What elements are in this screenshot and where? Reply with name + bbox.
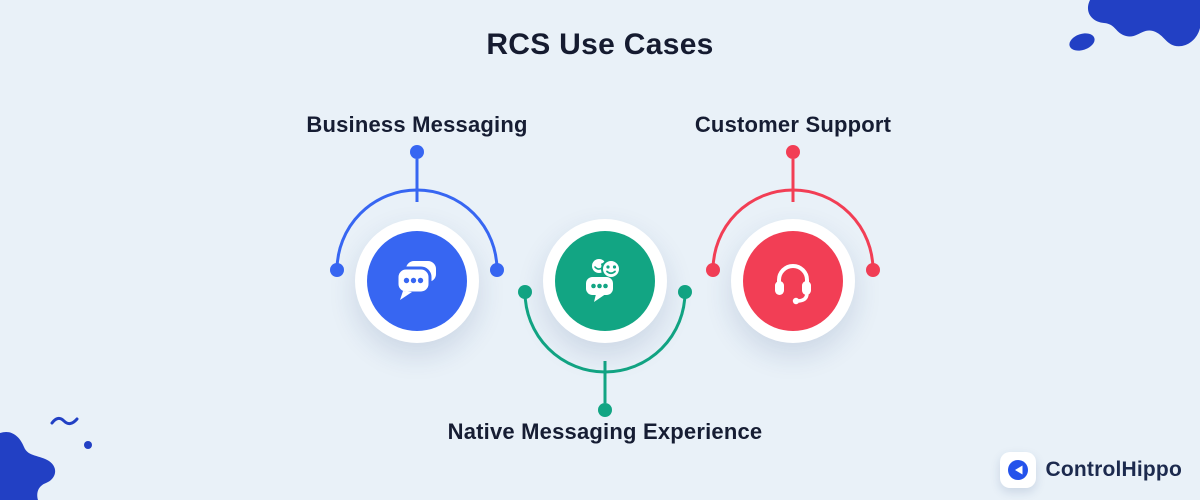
node-customer-support-disc bbox=[743, 231, 843, 331]
connector-native-messaging-experience bbox=[518, 285, 692, 417]
node-business-messaging-disc bbox=[367, 231, 467, 331]
headset-icon bbox=[775, 264, 811, 305]
label-customer-support: Customer Support bbox=[694, 112, 892, 137]
controlhippo-logo-icon bbox=[1000, 452, 1037, 488]
corner-blob-top-right-icon bbox=[1069, 0, 1200, 51]
label-native-messaging-experience: Native Messaging Experience bbox=[447, 419, 763, 444]
page-title: RCS Use Cases bbox=[486, 28, 714, 61]
brand-logo-text: ControlHippo bbox=[1045, 458, 1182, 481]
smiley-chat-icon bbox=[586, 259, 621, 302]
node-native-messaging-experience bbox=[543, 219, 667, 343]
connector-customer-support bbox=[706, 145, 880, 277]
node-native-messaging-disc bbox=[555, 231, 655, 331]
label-business-messaging: Business Messaging bbox=[306, 112, 528, 137]
corner-blob-bottom-left-icon bbox=[0, 416, 92, 500]
connector-business-messaging bbox=[330, 145, 504, 277]
node-business-messaging bbox=[355, 219, 479, 343]
node-customer-support bbox=[731, 219, 855, 343]
chat-bubbles-icon bbox=[395, 261, 436, 300]
brand-logo: ControlHippo bbox=[1000, 452, 1182, 488]
